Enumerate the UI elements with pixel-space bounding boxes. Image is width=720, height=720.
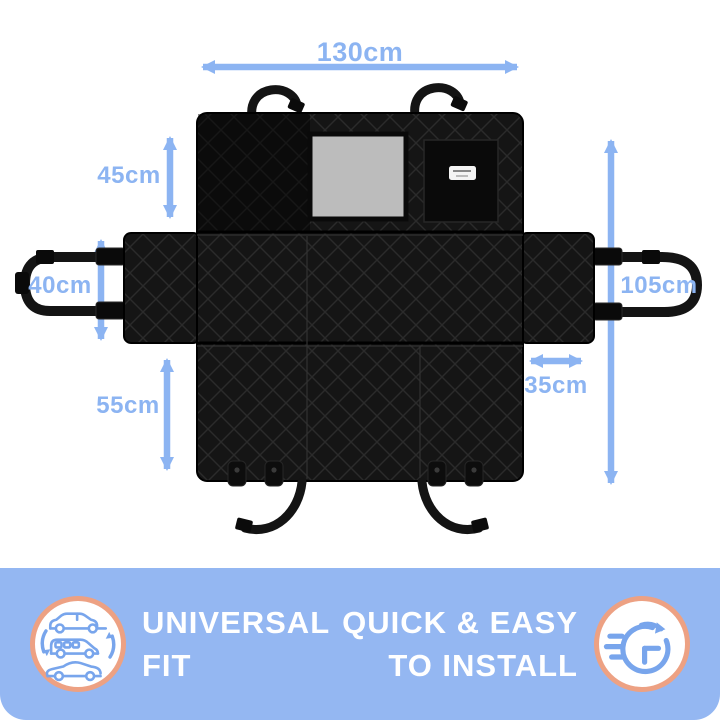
seat-anchor-tabs xyxy=(227,460,484,487)
multi-vehicle-rotation-icon xyxy=(30,596,126,692)
side-strap-loop-left xyxy=(15,247,130,320)
quick-install-line1: QUICK & EASY xyxy=(342,605,578,640)
feature-quick-install: QUICK & EASY TO INSTALL xyxy=(342,596,690,692)
seams xyxy=(197,230,523,345)
back-flap-shading xyxy=(198,114,310,231)
universal-fit-line2: FIT xyxy=(142,648,192,683)
universal-fit-label: UNIVERSAL FIT xyxy=(142,601,330,687)
side-flap-right xyxy=(519,232,595,344)
feature-banner: UNIVERSAL FIT QUICK & EASY TO INSTALL xyxy=(0,568,720,720)
bottom-strap-right xyxy=(417,477,484,534)
dimension-label-back-flap-height: 45cm xyxy=(97,162,161,189)
headrest-strap-left xyxy=(247,85,302,127)
dimension-label-side-flap-height: 40cm xyxy=(28,272,92,299)
clock-icon-art xyxy=(603,621,671,675)
feature-universal-fit: UNIVERSAL FIT xyxy=(30,596,330,692)
strap-clip xyxy=(235,517,253,533)
seam-highlights xyxy=(197,234,523,479)
dimension-label-top-width: 130cm xyxy=(316,37,404,67)
brand-tag xyxy=(449,166,476,180)
dimension-label-side-flap-width: 35cm xyxy=(524,372,588,399)
quick-install-line2: TO INSTALL xyxy=(388,648,578,683)
strap-clip xyxy=(450,96,468,112)
side-flap-left xyxy=(123,232,201,344)
seat-cover xyxy=(15,83,703,534)
universal-fit-line1: UNIVERSAL xyxy=(142,605,331,640)
bottom-strap-left xyxy=(240,477,307,534)
storage-pocket xyxy=(423,139,499,223)
dimension-label-side-length: 105cm xyxy=(620,272,698,299)
dimension-label-front-section-height: 55cm xyxy=(96,392,160,419)
strap-clip xyxy=(471,517,489,533)
mesh-window xyxy=(307,131,409,222)
speed-clock-icon xyxy=(594,596,690,692)
vehicles-icon-art xyxy=(40,612,116,682)
strap-clip xyxy=(287,98,305,114)
headrest-strap-right xyxy=(410,83,465,125)
anchor-tab-holes xyxy=(234,467,477,473)
quick-install-label: QUICK & EASY TO INSTALL xyxy=(342,601,578,687)
